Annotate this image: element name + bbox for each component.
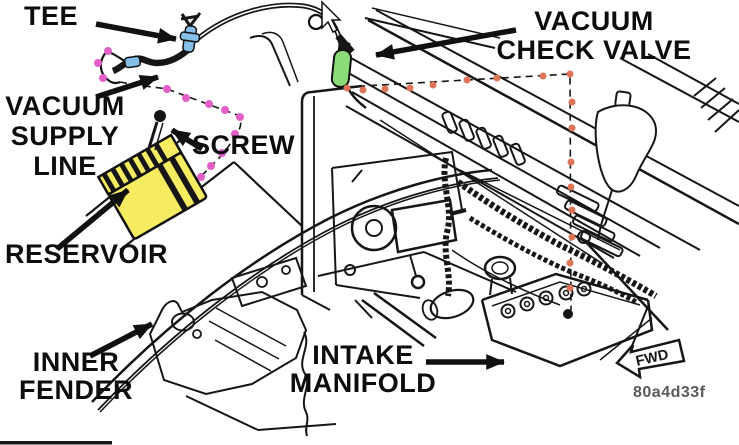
figure-code: 80a4d33f bbox=[633, 384, 706, 401]
label-inner-fender-line1: INNER bbox=[32, 347, 120, 377]
reservoir-art bbox=[96, 133, 208, 240]
label-reservoir-text: RESERVOIR bbox=[5, 239, 169, 269]
cowl-vent-slots bbox=[441, 110, 624, 258]
label-screw: SCREW bbox=[192, 131, 295, 160]
scan-edge-line bbox=[0, 441, 112, 445]
manifold-vacuum-fitting bbox=[563, 309, 573, 319]
label-intake-manifold-line2: MANIFOLD bbox=[289, 368, 437, 398]
label-vacuum-supply-line: VACUUM SUPPLY LINE bbox=[0, 91, 132, 181]
label-tee: TEE bbox=[24, 2, 78, 31]
label-intake-manifold: INTAKE MANIFOLD bbox=[284, 341, 442, 397]
label-inner-fender: INNER FENDER bbox=[14, 348, 138, 404]
check-valve-route bbox=[345, 73, 572, 311]
intake-manifold-art bbox=[480, 230, 669, 368]
label-vsl-line2: SUPPLY bbox=[10, 121, 120, 151]
screw-art bbox=[147, 110, 166, 151]
cursor-pointer-icon bbox=[307, 0, 342, 34]
label-vcv-line2: CHECK VALVE bbox=[496, 35, 692, 65]
label-reservoir: RESERVOIR bbox=[5, 240, 168, 269]
label-vsl-line3: LINE bbox=[33, 151, 97, 181]
reservoir-arrow bbox=[55, 187, 130, 252]
label-vsl-line1: VACUUM bbox=[5, 91, 125, 121]
engine-bay-frame bbox=[249, 31, 363, 311]
screw-arrow bbox=[170, 127, 204, 152]
label-inner-fender-line2: FENDER bbox=[18, 375, 133, 405]
check-valve bbox=[330, 41, 353, 88]
inline-fitting bbox=[124, 55, 141, 69]
fwd-badge-label: FWD bbox=[634, 347, 670, 370]
label-vcv-line1: VACUUM bbox=[534, 6, 654, 36]
inner-fender-art bbox=[148, 256, 308, 396]
inner-fender-arrow bbox=[88, 321, 154, 359]
vacuum-supply-line-arrow bbox=[95, 74, 159, 100]
label-screw-text: SCREW bbox=[192, 130, 295, 160]
label-vacuum-check-valve: VACUUM CHECK VALVE bbox=[494, 7, 694, 65]
fwd-badge: FWD bbox=[615, 338, 686, 380]
supply-line-loop bbox=[99, 51, 129, 85]
engine-machinery bbox=[331, 150, 658, 319]
fender-edge bbox=[91, 168, 501, 413]
vacuum-check-valve-arrow bbox=[375, 27, 517, 60]
label-tee-text: TEE bbox=[24, 1, 79, 31]
label-intake-manifold-line1: INTAKE bbox=[312, 340, 414, 370]
hose-clip bbox=[180, 12, 202, 27]
tee-fitting bbox=[179, 25, 201, 53]
engine-block-lower bbox=[185, 251, 517, 437]
tee-arrow bbox=[95, 21, 177, 44]
